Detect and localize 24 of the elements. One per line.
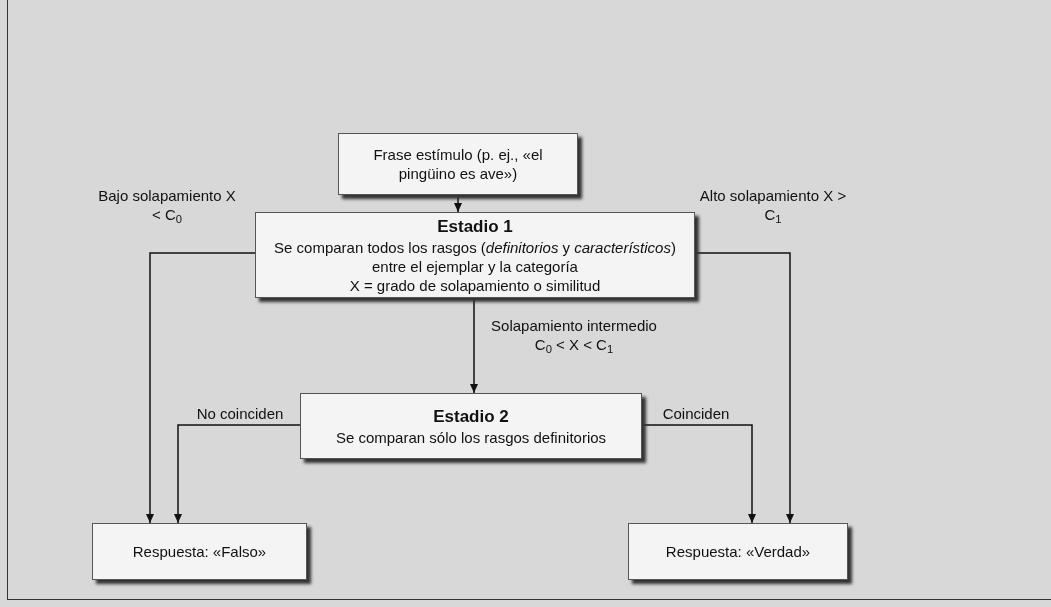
box-text: Se comparan todos los rasgos (definitorios y característicos) entre el ejemplar y la categoría xyxy=(273,237,677,276)
edge-label: Alto solapamiento X > C$_{1}$ xyxy=(698,186,848,224)
process-box xyxy=(255,212,695,298)
box-text: Respuesta: «Verdad» xyxy=(665,542,811,561)
box-heading: Estadio 1 xyxy=(437,215,513,238)
process-box xyxy=(628,523,848,580)
box-text: X = grado de solapamiento o similitud xyxy=(349,275,601,295)
edge-label: Coinciden xyxy=(661,404,731,423)
box-text: Se comparan sólo los rasgos definitorios xyxy=(335,427,607,447)
arrow xyxy=(174,424,301,524)
edge-label: No coinciden xyxy=(195,404,285,423)
arrow xyxy=(694,252,794,524)
arrow xyxy=(454,194,462,213)
box-text: Frase estímulo (p. ej., «el pingüino es ave») xyxy=(372,145,544,183)
process-box xyxy=(338,133,578,195)
process-box xyxy=(300,393,642,459)
arrow xyxy=(470,297,478,394)
box-heading: Estadio 2 xyxy=(433,405,509,428)
box-text: Respuesta: «Falso» xyxy=(132,542,267,561)
arrow xyxy=(146,252,256,524)
arrow xyxy=(641,424,756,524)
edge-label: Solapamiento intermedio C$_{0}$ < X < C$_{1}$ xyxy=(490,316,658,354)
edge-label: Bajo solapamiento X < C$_{0}$ xyxy=(97,186,237,224)
process-box xyxy=(92,523,307,580)
